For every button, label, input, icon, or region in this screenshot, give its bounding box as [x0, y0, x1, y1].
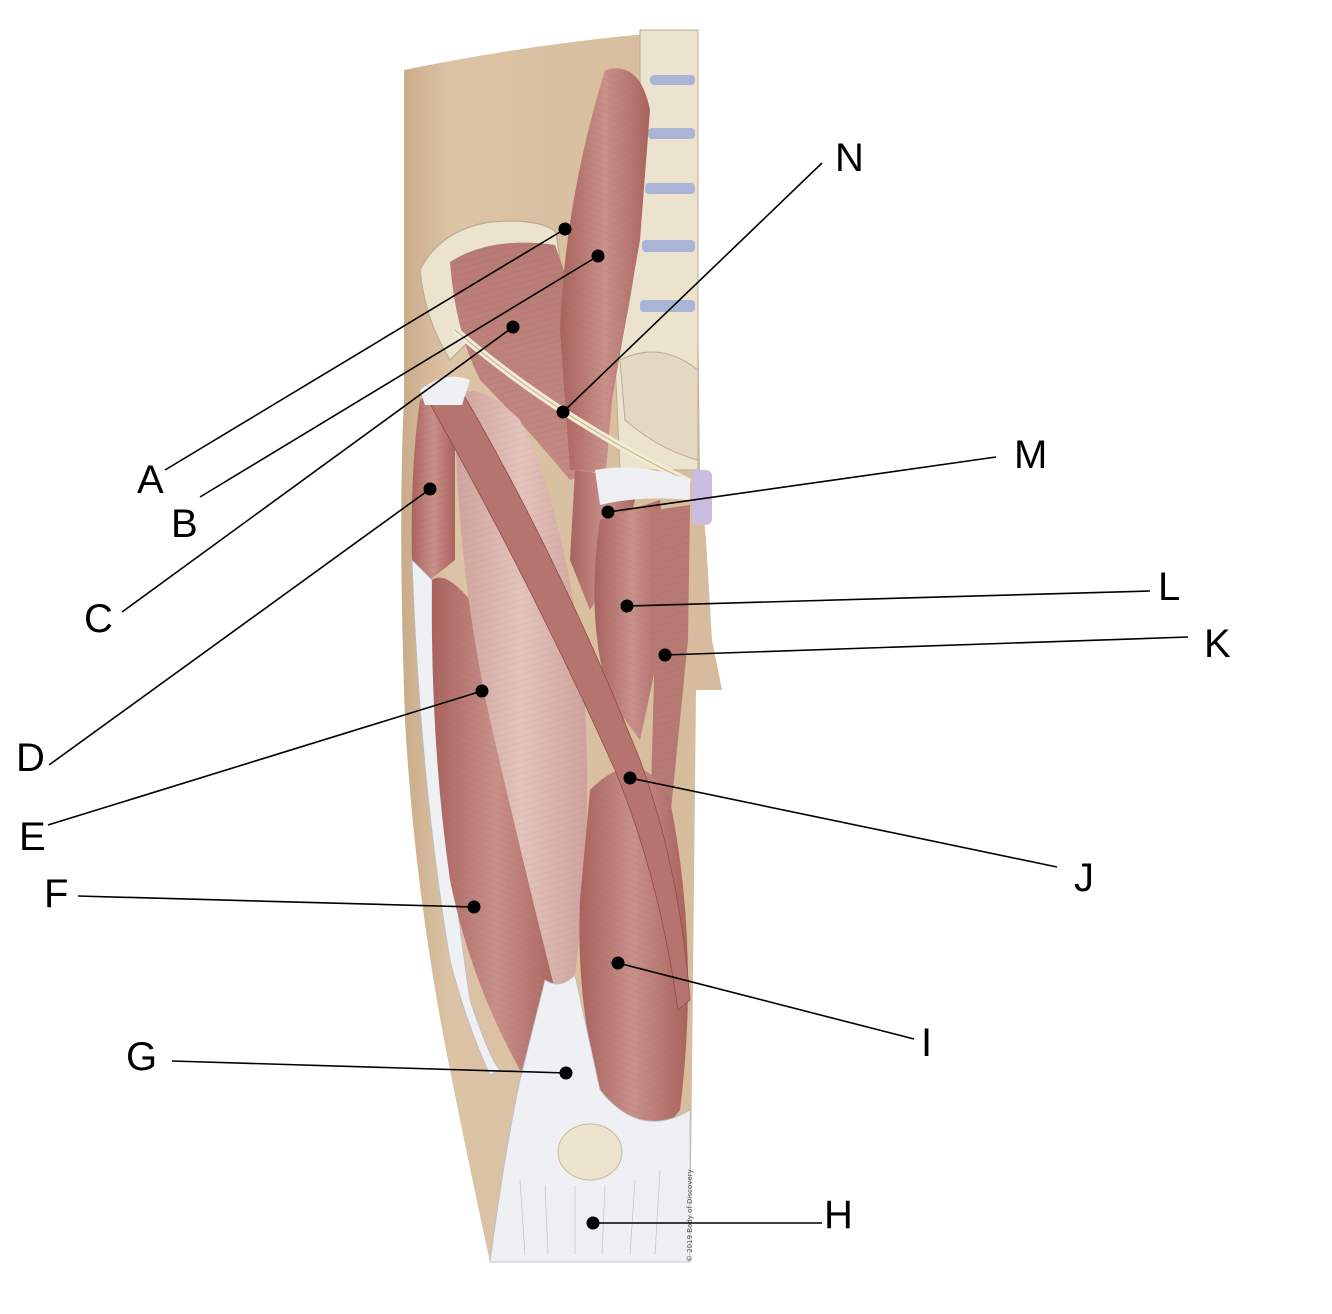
label-H: H — [824, 1193, 853, 1237]
pointer-dots — [423, 222, 672, 1230]
pointer-dot-E — [475, 684, 489, 698]
sartorius-muscle — [424, 386, 691, 1011]
tendon-fiber-lines — [519, 1169, 661, 1256]
letter-labels: A B C D E F G H I J K L M N — [16, 136, 1231, 1237]
label-E: E — [19, 815, 46, 859]
label-K: K — [1204, 622, 1231, 666]
leader-line-D — [48, 488, 431, 766]
pointer-dot-K — [658, 648, 672, 662]
leader-line-K — [664, 636, 1189, 656]
leader-line-E — [47, 690, 483, 826]
leader-line-N — [562, 162, 823, 413]
leader-line-F — [77, 895, 475, 908]
label-A: A — [137, 458, 164, 502]
quadriceps-tendon — [489, 974, 691, 1263]
label-N: N — [835, 136, 864, 180]
leader-line-J — [629, 777, 1058, 868]
credit-text: © 2019 Body of Discovery — [686, 1169, 694, 1262]
pointer-dot-A — [558, 222, 572, 236]
label-G: G — [126, 1035, 157, 1079]
label-D: D — [16, 736, 45, 780]
label-J: J — [1074, 856, 1094, 900]
label-C: C — [84, 597, 113, 641]
patella — [557, 1123, 623, 1181]
leader-line-A — [164, 228, 566, 471]
pointer-dot-M — [601, 505, 615, 519]
pointer-dot-L — [620, 599, 634, 613]
leader-line-G — [171, 1060, 567, 1074]
pointer-dot-N — [556, 405, 570, 419]
leader-line-I — [617, 962, 915, 1040]
pointer-dot-C — [506, 320, 520, 334]
pubic-tubercle — [595, 467, 690, 505]
pointer-dot-G — [559, 1066, 573, 1080]
label-L: L — [1158, 565, 1180, 609]
pointer-dot-B — [591, 249, 605, 263]
leader-line-C — [121, 326, 514, 613]
anterior-superior-iliac-spine — [420, 376, 470, 405]
label-I: I — [921, 1021, 932, 1065]
leader-line-M — [607, 456, 997, 513]
label-F: F — [44, 872, 68, 916]
leader-line-B — [199, 255, 599, 498]
leader-line-L — [626, 590, 1151, 607]
label-M: M — [1014, 433, 1047, 477]
label-B: B — [171, 502, 198, 546]
thigh-illustration: © 2019 Body of Discovery — [401, 29, 722, 1263]
leader-lines — [47, 162, 1189, 1224]
pointer-dot-J — [623, 771, 637, 785]
pointer-dot-D — [423, 482, 437, 496]
pointer-dot-I — [611, 956, 625, 970]
vertebral-column — [614, 29, 712, 525]
pointer-dot-F — [467, 900, 481, 914]
pointer-dot-H — [586, 1216, 600, 1230]
